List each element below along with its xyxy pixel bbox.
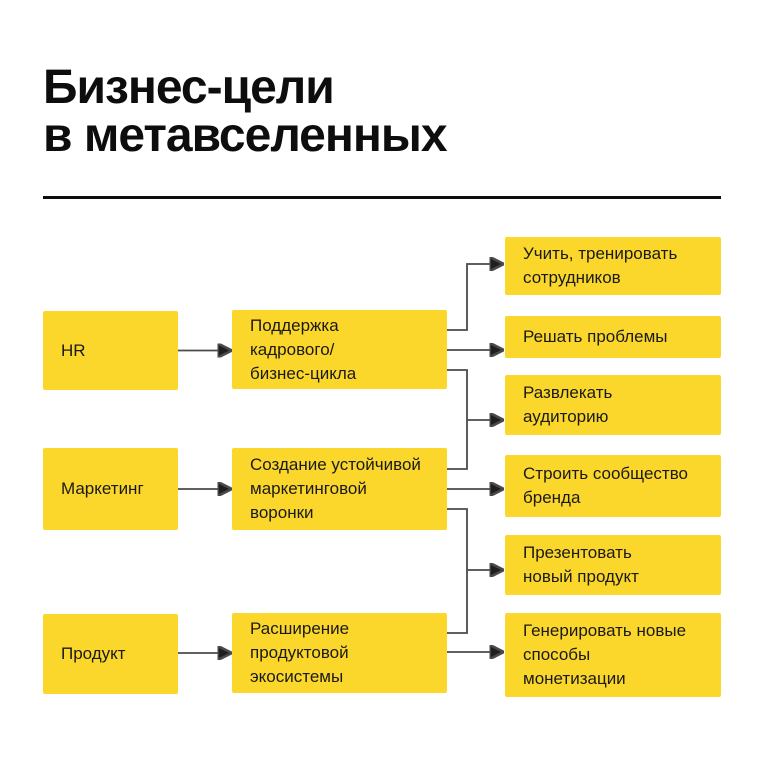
node-teach: Учить, тренировать сотрудников: [505, 237, 721, 295]
node-product-label: Продукт: [61, 644, 126, 663]
node-present: Презентовать новый продукт: [505, 535, 721, 595]
node-entertain-label: Развлекать аудиторию: [523, 383, 613, 426]
node-marketing-goal: Создание устойчивой маркетинговой воронк…: [232, 448, 447, 530]
node-solve-label: Решать проблемы: [523, 327, 668, 346]
node-community-label: Строить сообщество бренда: [523, 464, 689, 507]
title-divider: [43, 196, 721, 199]
node-entertain: Развлекать аудиторию: [505, 375, 721, 435]
node-hr-goal-label: Поддержка кадрового/ бизнес-цикла: [250, 315, 357, 383]
node-present-label: Презентовать новый продукт: [523, 543, 639, 586]
node-product: Продукт: [43, 614, 178, 694]
node-hr-goal: Поддержка кадрового/ бизнес-цикла: [232, 310, 447, 389]
node-product-goal-label: Расширение продуктовой экосистемы: [250, 619, 350, 686]
node-marketing-goal-label: Создание устойчивой маркетинговой воронк…: [250, 455, 421, 522]
trunk-marketing-goal-product-goal: [447, 508, 468, 634]
node-hr-label: HR: [61, 340, 86, 360]
node-solve: Решать проблемы: [505, 316, 721, 358]
node-teach-label: Учить, тренировать сотрудников: [523, 244, 678, 287]
page-title: Бизнес-цели в метавселенных: [43, 61, 448, 162]
node-marketing: Маркетинг: [43, 448, 178, 530]
trunk-hr-goal-marketing-goal: [447, 369, 468, 470]
edge-hr-goal-to-teach: [447, 264, 491, 331]
node-product-goal: Расширение продуктовой экосистемы: [232, 613, 447, 693]
node-monetize-label: Генерировать новые способы монетизации: [523, 621, 687, 688]
node-marketing-label: Маркетинг: [61, 479, 144, 498]
node-monetize: Генерировать новые способы монетизации: [505, 613, 721, 697]
node-community: Строить сообщество бренда: [505, 455, 721, 517]
node-hr: HR: [43, 311, 178, 390]
